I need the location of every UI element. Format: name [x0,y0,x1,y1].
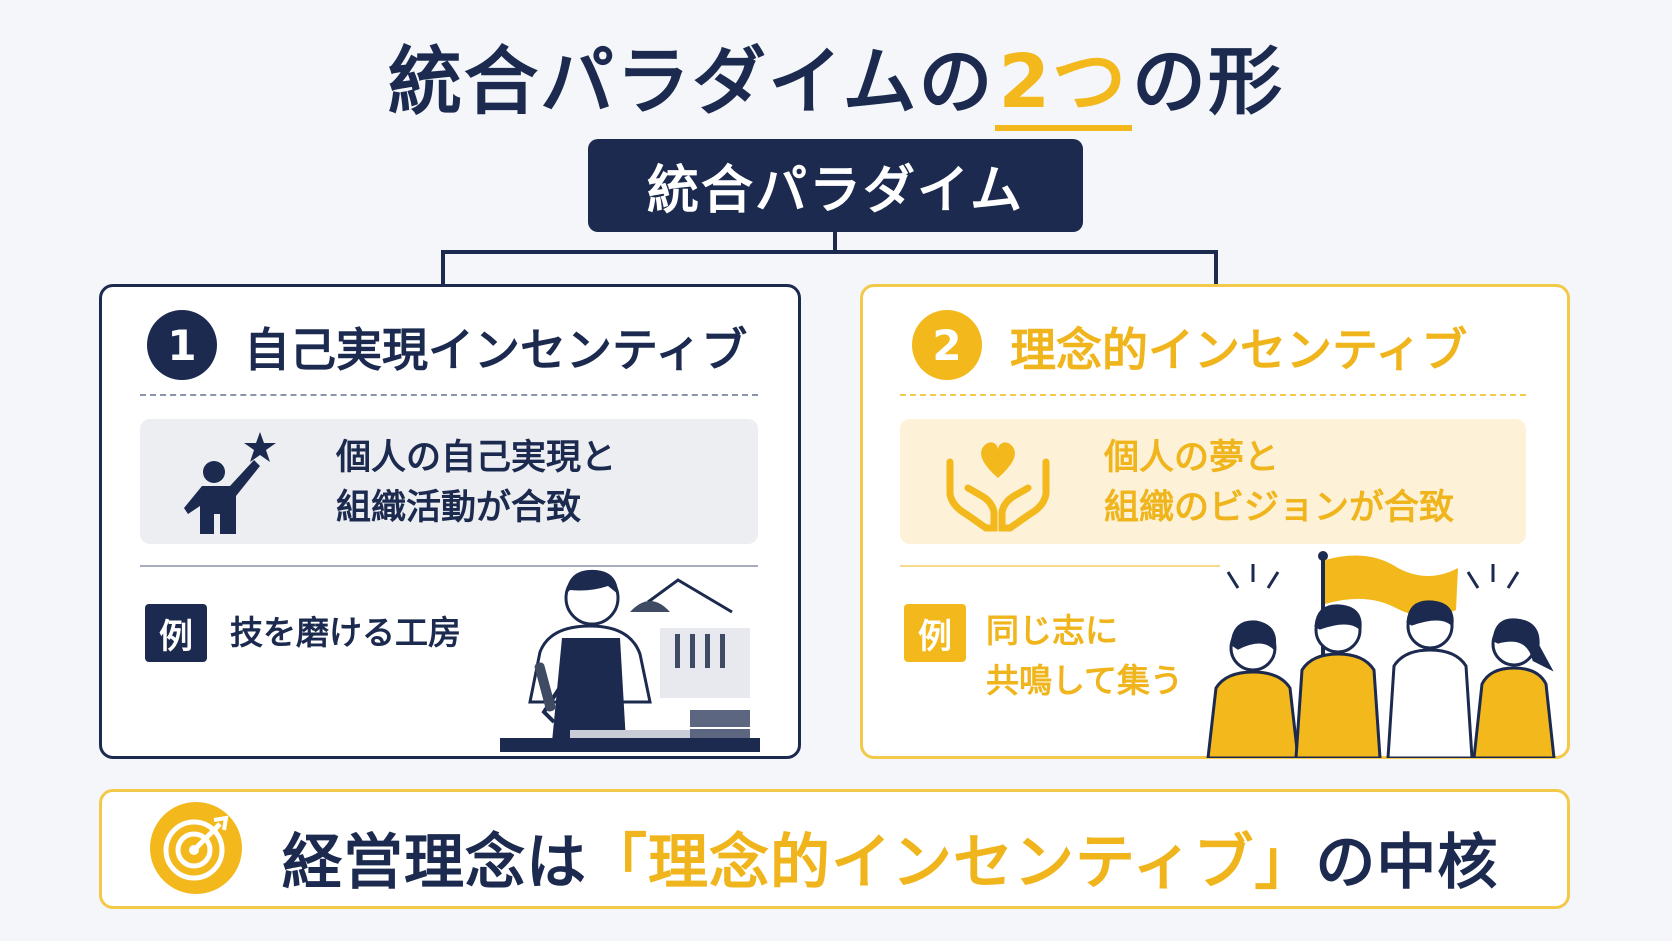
reach-star-icon [184,432,276,534]
title-after: の形 [1132,39,1285,125]
summary-before: 経営理念は [282,828,587,898]
description-left-line2: 組織活動が合致 [336,488,582,528]
title-highlight: 2つ [994,39,1133,131]
divider-solid-right [900,565,1220,567]
root-node: 統合パラダイム [588,139,1083,232]
panel-title-right: 理念的インセンティブ [1010,323,1468,377]
craftsman-workshop-illustration [500,569,760,752]
group-with-flag-illustration [1206,551,1556,758]
page-title: 統合パラダイムの2つの形 [0,22,1672,131]
root-label: 統合パラダイム [647,161,1024,221]
example-text-left: 技を磨ける工房 [230,613,461,652]
target-icon [150,802,242,894]
panel-number-2: 2 [912,310,982,380]
divider-dashed-right [900,394,1526,396]
example-badge-right: 例 [904,604,966,662]
summary-text: 経営理念は「理念的インセンティブ」の中核 [282,814,1498,901]
heart-hands-icon [946,442,1050,532]
divider-dashed-left [140,394,758,396]
summary-highlight: 「理念的インセンティブ」 [587,828,1316,898]
description-right-line1: 個人の夢と [1104,438,1280,478]
example-right-line2: 共鳴して集う [986,661,1184,700]
example-badge-left: 例 [145,604,207,662]
example-right-line1: 同じ志に [986,611,1118,650]
description-right-line2: 組織のビジョンが合致 [1104,488,1455,528]
panel-title-left: 自己実現インセンティブ [244,323,748,377]
panel-number-1: 1 [147,310,217,380]
divider-solid-left [140,565,758,567]
summary-after: の中核 [1315,828,1499,898]
description-left-line1: 個人の自己実現と [336,438,617,478]
title-before: 統合パラダイムの [387,39,995,125]
summary-banner [99,789,1570,909]
